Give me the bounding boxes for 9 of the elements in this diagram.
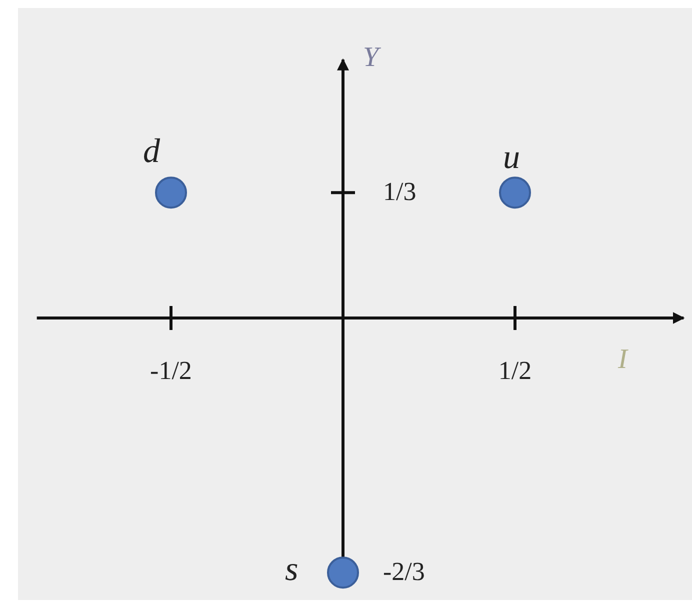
tick-label: 1/2 (497, 358, 533, 384)
axis-title: I (618, 346, 628, 374)
point-label: s (285, 552, 298, 587)
tick-label: -2/3 (383, 558, 425, 585)
tick-label: 1/3 (383, 178, 416, 205)
tick-label: -1/2 (149, 358, 193, 384)
point-label: u (503, 140, 520, 175)
axis-title: Y (363, 44, 379, 72)
point-label: d (143, 134, 160, 169)
